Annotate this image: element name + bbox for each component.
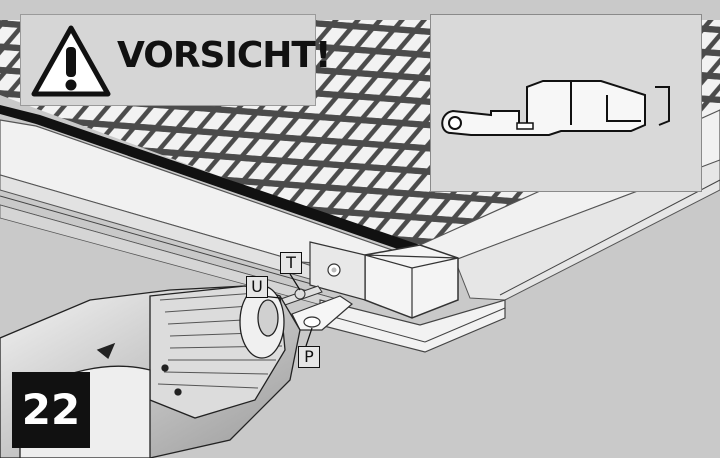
- callout-u: U: [246, 276, 268, 298]
- step-number: 22: [12, 372, 90, 448]
- callout-t: T: [280, 252, 302, 274]
- warning-triangle-icon: [31, 25, 111, 97]
- warning-label: VORSICHT!: [117, 35, 331, 76]
- profile-detail-panel: [430, 14, 702, 192]
- profile-cross-section: [441, 80, 670, 136]
- frame-edge: [0, 105, 420, 255]
- callout-p: P: [298, 346, 320, 368]
- warning-panel: VORSICHT!: [20, 14, 331, 106]
